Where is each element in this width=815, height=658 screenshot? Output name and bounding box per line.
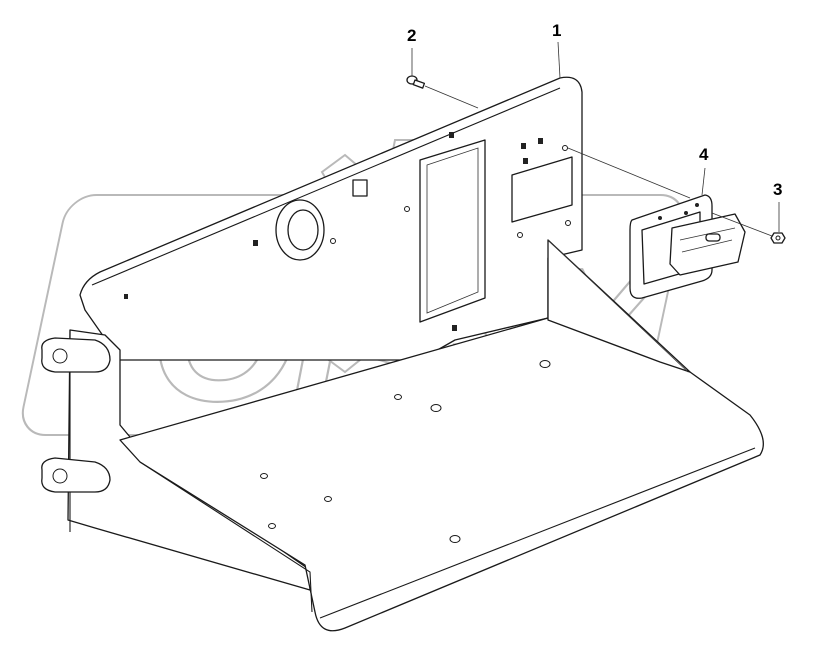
slot-b xyxy=(521,143,526,149)
slot-f xyxy=(253,240,258,246)
round-port-inner xyxy=(287,209,319,251)
callout-1: 1 xyxy=(552,21,562,40)
floor-hole xyxy=(260,473,268,479)
floor-hole xyxy=(268,523,276,529)
socket-latch-slot xyxy=(705,233,721,242)
floor-hole xyxy=(430,404,442,412)
callout-4: 4 xyxy=(699,145,709,164)
upper-ear-hole xyxy=(52,348,68,364)
plate-hole xyxy=(404,206,410,212)
floor-hole xyxy=(539,360,551,368)
plate-hole xyxy=(562,145,568,151)
assembly-line-socket xyxy=(567,147,691,199)
socket-latch xyxy=(669,213,746,276)
back-plate xyxy=(79,76,583,361)
callout-3: 3 xyxy=(773,180,783,199)
nut-bore xyxy=(775,235,781,241)
floor-hole xyxy=(449,535,461,543)
socket-screw-hole xyxy=(695,203,699,207)
back-plate-top-edge xyxy=(91,87,561,286)
large-cutout xyxy=(419,139,486,323)
floor-hole xyxy=(324,496,332,502)
assembly-line-screw xyxy=(424,85,479,109)
lower-ear-hole xyxy=(52,468,68,484)
floor-plate xyxy=(119,317,764,632)
screw-shank xyxy=(412,79,426,89)
gusset-edge xyxy=(547,239,689,373)
part-3-nut xyxy=(770,232,786,244)
upper-mounting-ear xyxy=(41,337,111,373)
floor-front-edge xyxy=(319,447,756,619)
slot-g xyxy=(452,325,457,331)
plate-hole xyxy=(330,238,336,244)
part-1-bracket xyxy=(41,76,764,632)
slot-a xyxy=(449,132,454,138)
large-cutout-inner xyxy=(426,147,479,314)
lower-mounting-ear xyxy=(41,457,111,493)
square-slot xyxy=(352,179,368,197)
plate-hole xyxy=(517,232,523,238)
plate-hole xyxy=(565,220,571,226)
leader-1 xyxy=(557,41,561,79)
part-2-screw xyxy=(406,75,426,89)
assembly-line-nut xyxy=(711,212,773,237)
leader-lines xyxy=(411,41,780,237)
floor-left-edge xyxy=(139,461,313,613)
callout-2: 2 xyxy=(407,26,417,45)
part-4-socket xyxy=(629,194,746,299)
leader-4 xyxy=(701,167,706,196)
socket-screw-hole xyxy=(658,216,662,220)
slot-e xyxy=(124,294,128,299)
floor-hole xyxy=(394,394,402,400)
slot-c xyxy=(538,138,543,144)
slot-d xyxy=(523,158,528,164)
small-cutout xyxy=(511,156,573,223)
socket-screw-hole xyxy=(684,211,688,215)
